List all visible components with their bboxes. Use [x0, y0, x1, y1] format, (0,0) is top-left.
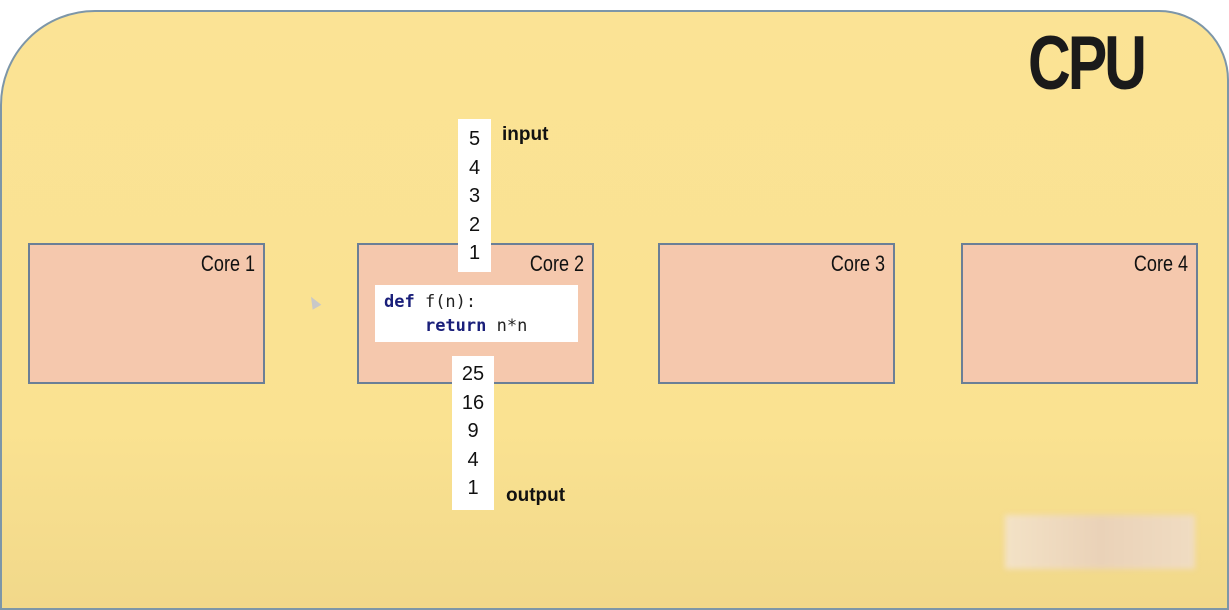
code-text: n*n [486, 316, 528, 336]
input-queue: 5 4 3 2 1 [458, 119, 491, 272]
code-line-2: return n*n [384, 314, 578, 338]
code-keyword-def: def [384, 292, 415, 312]
blurred-overlay [1005, 515, 1195, 569]
code-keyword-return: return [424, 316, 487, 336]
output-value: 1 [467, 477, 479, 499]
cpu-title: CPU [1028, 21, 1147, 106]
code-text: f(n): [414, 292, 477, 312]
output-value: 9 [467, 420, 479, 442]
output-value: 25 [461, 363, 485, 385]
code-line-1: def f(n): [384, 290, 578, 314]
core-1: Core 1 [28, 243, 265, 384]
core-4-label: Core 4 [1133, 251, 1188, 276]
input-value: 5 [468, 128, 481, 150]
core-3: Core 3 [658, 243, 895, 384]
input-value: 2 [468, 213, 481, 236]
input-value: 1 [468, 242, 481, 264]
input-label: input [502, 124, 549, 145]
input-value: 4 [468, 156, 481, 179]
core-3-label: Core 3 [830, 251, 885, 276]
code-indent [384, 316, 425, 336]
core-4: Core 4 [961, 243, 1198, 384]
output-queue: 25 16 9 4 1 [452, 356, 494, 510]
core-1-label: Core 1 [200, 251, 255, 276]
output-value: 4 [467, 448, 479, 471]
output-value: 16 [461, 391, 485, 414]
input-value: 3 [468, 185, 481, 207]
core-2-label: Core 2 [529, 251, 584, 276]
function-code-box: def f(n): return n*n [375, 285, 578, 342]
output-label: output [506, 485, 566, 506]
